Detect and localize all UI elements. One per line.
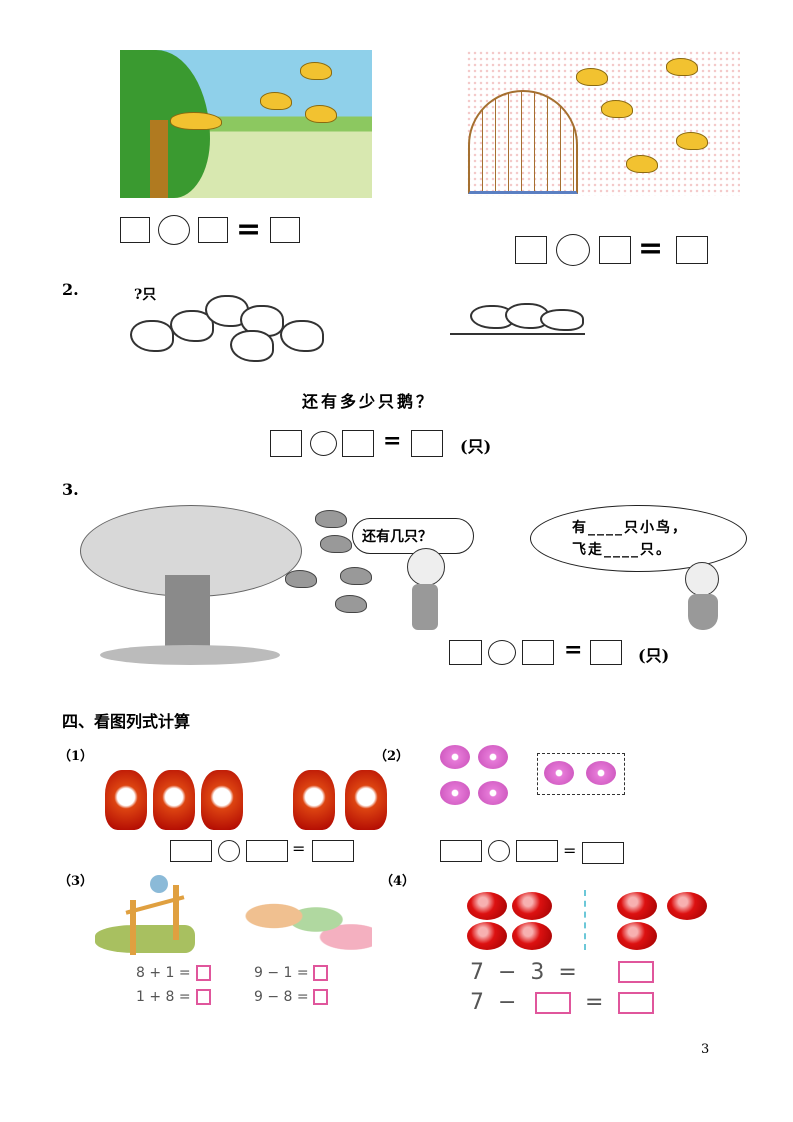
- answer-box[interactable]: [120, 217, 150, 243]
- geese-question-label: ?只: [134, 287, 157, 303]
- answer-box[interactable]: [449, 640, 482, 665]
- radishes-picture: [462, 890, 722, 950]
- answer-box[interactable]: [676, 236, 708, 264]
- answer-box[interactable]: [170, 840, 212, 862]
- answer-box[interactable]: [342, 430, 374, 457]
- girl-speech-cloud: [530, 505, 747, 572]
- girl-speech-line1: 有____只小鸟，: [572, 520, 688, 536]
- hurdle-picture: [95, 875, 205, 957]
- operator-circle[interactable]: [488, 840, 510, 862]
- answer-box[interactable]: [246, 840, 288, 862]
- equals-sign: =: [563, 841, 577, 860]
- operator-circle[interactable]: [158, 215, 190, 245]
- equation-text: 9 − 1 =: [254, 965, 309, 981]
- answer-box[interactable]: [198, 217, 228, 243]
- equals-sign: =: [236, 212, 262, 247]
- children-picture: [232, 888, 372, 958]
- flying-birds-picture: [280, 505, 375, 615]
- tree-picture: [80, 505, 302, 665]
- equation-text: 7 −: [470, 990, 517, 1015]
- answer-box[interactable]: [196, 989, 211, 1005]
- section-title: 四、看图列式计算: [62, 712, 191, 731]
- answer-box[interactable]: [535, 992, 571, 1014]
- answer-box[interactable]: [599, 236, 631, 264]
- problem-label: （4）: [380, 874, 416, 889]
- question-number: 3.: [62, 480, 79, 499]
- answer-box[interactable]: [582, 842, 624, 864]
- equals-sign: =: [383, 428, 402, 454]
- answer-box[interactable]: [196, 965, 211, 981]
- unit-label: (只): [460, 437, 492, 456]
- answer-box[interactable]: [590, 640, 622, 665]
- equals-sign: =: [585, 990, 604, 1015]
- unit-label: (只): [638, 646, 670, 665]
- birds-tree-picture: [120, 50, 372, 198]
- page-number: 3: [701, 1042, 710, 1057]
- problem-label: （3）: [58, 874, 94, 889]
- operator-circle[interactable]: [488, 640, 516, 665]
- answer-box[interactable]: [270, 430, 302, 457]
- equals-sign: =: [564, 637, 583, 663]
- answer-box[interactable]: [516, 840, 558, 862]
- equals-sign: =: [638, 231, 664, 266]
- operator-circle[interactable]: [218, 840, 240, 862]
- girl-figure: [680, 562, 732, 640]
- answer-box[interactable]: [270, 217, 300, 243]
- answer-box[interactable]: [411, 430, 443, 457]
- boy-figure: [402, 548, 448, 630]
- equation-text: 9 − 8 =: [254, 989, 309, 1005]
- equation-text: 8 + 1 =: [136, 965, 191, 981]
- problem-label: （1）: [58, 749, 94, 764]
- equation-text: 1 + 8 =: [136, 989, 191, 1005]
- operator-circle[interactable]: [556, 234, 590, 266]
- answer-box[interactable]: [515, 236, 547, 264]
- answer-box[interactable]: [313, 989, 328, 1005]
- mascots-picture: [105, 770, 395, 832]
- geese-group-picture: [130, 290, 340, 365]
- answer-box[interactable]: [313, 965, 328, 981]
- equals-sign: =: [292, 839, 306, 858]
- birdcage-picture: [466, 50, 740, 196]
- geese-question: 还有多少只鹅？: [302, 392, 436, 411]
- problem-label: （2）: [374, 749, 410, 764]
- answer-box[interactable]: [312, 840, 354, 862]
- boy-speech-text: 还有几只？: [362, 529, 432, 545]
- question-number: 2.: [62, 280, 79, 299]
- swimming-geese-picture: [450, 295, 585, 345]
- answer-box[interactable]: [618, 992, 654, 1014]
- answer-box[interactable]: [618, 961, 654, 983]
- equation-text: 7 − 3 =: [470, 960, 577, 985]
- girl-speech-line2: 飞走____只。: [572, 542, 672, 558]
- answer-box[interactable]: [522, 640, 554, 665]
- answer-box[interactable]: [440, 840, 482, 862]
- flowers-picture: [440, 745, 630, 807]
- operator-circle[interactable]: [310, 431, 337, 456]
